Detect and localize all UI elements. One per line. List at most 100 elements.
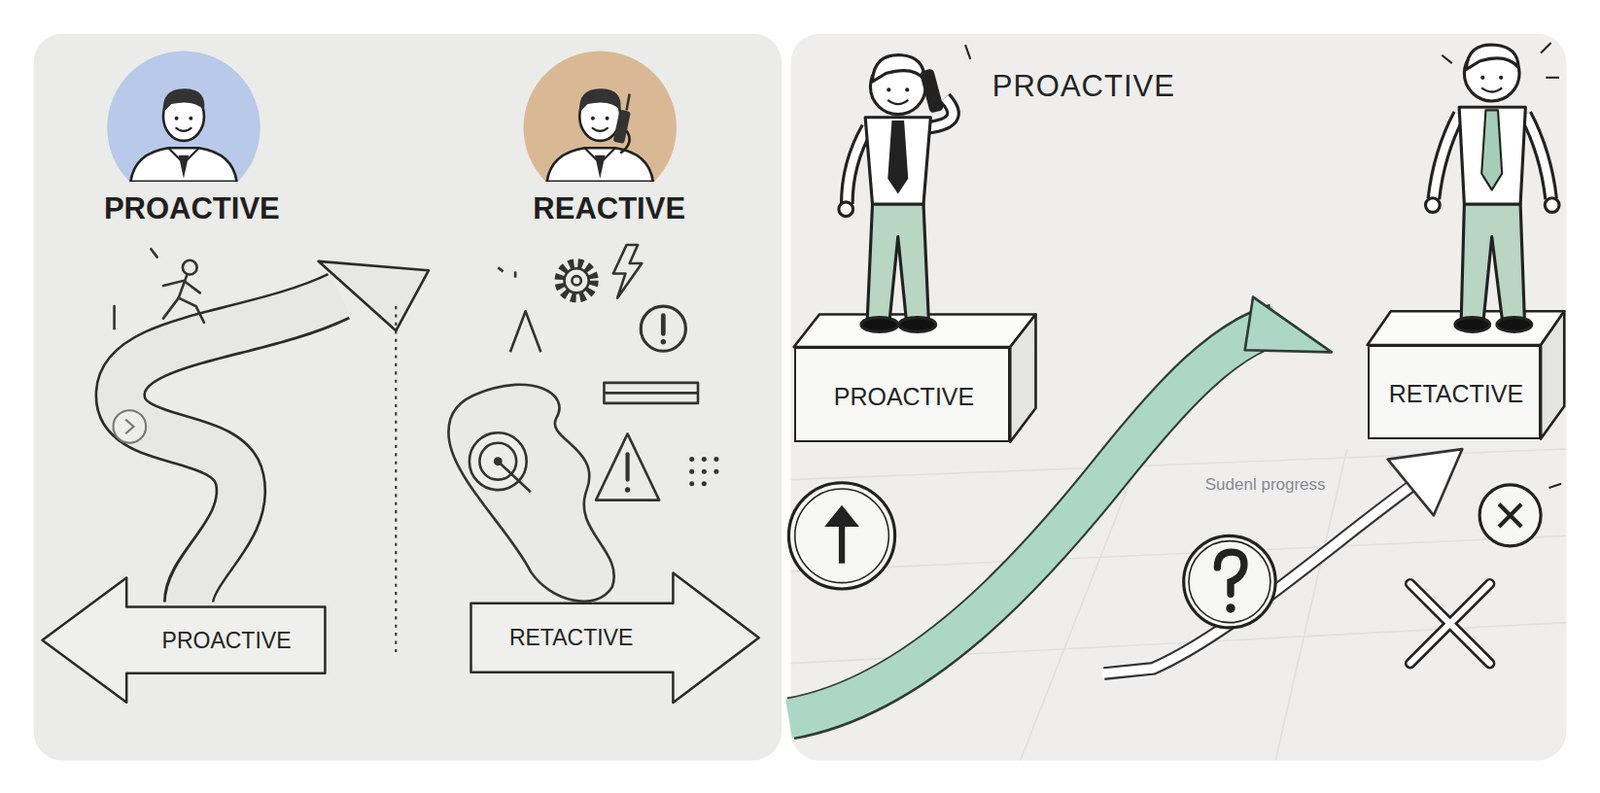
reactive-icons (497, 267, 503, 272)
reactive-person (1459, 106, 1526, 205)
reactive-person (1455, 317, 1491, 333)
left-panel (34, 34, 782, 762)
reactive-person (1498, 75, 1503, 80)
dot-grid (689, 456, 695, 462)
proactive-avatar (163, 88, 206, 112)
big-x-mark (1410, 584, 1491, 664)
reactive-avatar (605, 116, 610, 121)
heading: REACTIVE (532, 191, 686, 227)
left-panel (34, 34, 782, 762)
proactive-person (838, 44, 971, 332)
reactive-icons (510, 311, 541, 352)
reactive-avatar (591, 116, 595, 121)
up-arrow-icon (788, 483, 895, 590)
arrow-outline (41, 578, 325, 703)
big-x-mark (1410, 584, 1491, 664)
progress-arrow (788, 324, 1278, 719)
question-icon (1225, 603, 1235, 613)
reactive-person (1441, 55, 1452, 64)
reactive-avatar (547, 147, 654, 182)
thin-arrow (1102, 476, 1426, 674)
running-figure (112, 306, 116, 329)
reactive-person (1545, 76, 1560, 79)
text-area: PROACTIVE (796, 348, 1013, 445)
reactive-person (1433, 114, 1460, 200)
node-text: PROACTIVE (834, 382, 974, 412)
proactive-avatar (188, 116, 193, 121)
reactive-avatar (620, 130, 629, 153)
cancel-icon (1479, 485, 1541, 547)
dot-grid (701, 456, 707, 462)
reactive-icons (625, 453, 629, 480)
direction-arrow: RETACTIVE (469, 571, 761, 705)
proactive-person (887, 120, 908, 195)
reactive-icons (448, 384, 614, 602)
reactive-icons (497, 461, 531, 493)
proactive-person (867, 204, 929, 319)
reactive-avatar (613, 109, 631, 144)
label-holder: Sudenl progress (1201, 474, 1330, 496)
reactive-icons (558, 263, 594, 299)
dot-grid (689, 481, 695, 487)
reactive-icons (660, 339, 666, 345)
reactive-icons (660, 315, 666, 335)
proactive-person (872, 55, 926, 82)
proactive-person (887, 100, 908, 105)
divider-dotted-line (395, 306, 397, 654)
divider-dotted-line (394, 306, 397, 654)
proactive-person (846, 127, 868, 205)
arrow-outline (470, 573, 759, 704)
proactive-avatar (174, 116, 179, 121)
running-figure (178, 276, 187, 299)
proactive-person (965, 44, 971, 60)
heading: PROACTIVE (992, 69, 1176, 105)
text-area: RETACTIVE (469, 603, 673, 673)
reactive-person (1496, 317, 1532, 333)
reactive-person (1460, 204, 1525, 319)
node-text: PROACTIVE (162, 627, 292, 654)
note-label: Sudenl progress (1201, 474, 1330, 496)
reactive-icons (514, 271, 518, 278)
proactive-avatar (178, 155, 189, 179)
reactive-person (1540, 42, 1551, 54)
reactive-avatar (523, 51, 677, 206)
cancel-icon (1498, 504, 1522, 527)
label-holder: PROACTIVE (992, 69, 1176, 105)
up-arrow-icon (838, 521, 845, 564)
proactive-person (919, 68, 945, 113)
progress-arrow (1245, 297, 1332, 353)
reactive-avatar (591, 127, 609, 132)
up-arrow-icon (824, 505, 860, 527)
up-arrow-icon (795, 488, 890, 584)
proactive-person (886, 87, 891, 92)
reactive-person (1433, 114, 1460, 200)
reactive-avatar (626, 94, 630, 111)
dot-grid (713, 456, 719, 462)
proactive-avatar (175, 127, 193, 132)
reactive-icons (603, 382, 698, 404)
winding-path-arrow (113, 410, 147, 444)
node-text: RETACTIVE (509, 625, 633, 651)
floor-lines (1275, 449, 1347, 761)
proactive-person (865, 117, 931, 205)
winding-path-arrow (113, 261, 429, 605)
reactive-person (1525, 114, 1551, 200)
reactive-person (1481, 87, 1502, 92)
reactive-avatar (523, 51, 677, 182)
reactive-avatar (579, 88, 622, 112)
floor-lines (791, 535, 1567, 572)
proactive-person (861, 317, 899, 333)
winding-path-arrow (318, 261, 429, 331)
cancel-icon (1549, 484, 1563, 488)
heading: PROACTIVE (104, 191, 280, 227)
running-figure (150, 248, 157, 257)
thin-arrow (1102, 449, 1463, 674)
text-area: PROACTIVE (126, 607, 327, 674)
pedestal-top-faces (1540, 311, 1565, 439)
reactive-avatar (523, 51, 677, 182)
reactive-person (1525, 114, 1551, 200)
proactive-avatar (106, 51, 260, 182)
reactive-person (1465, 44, 1519, 70)
